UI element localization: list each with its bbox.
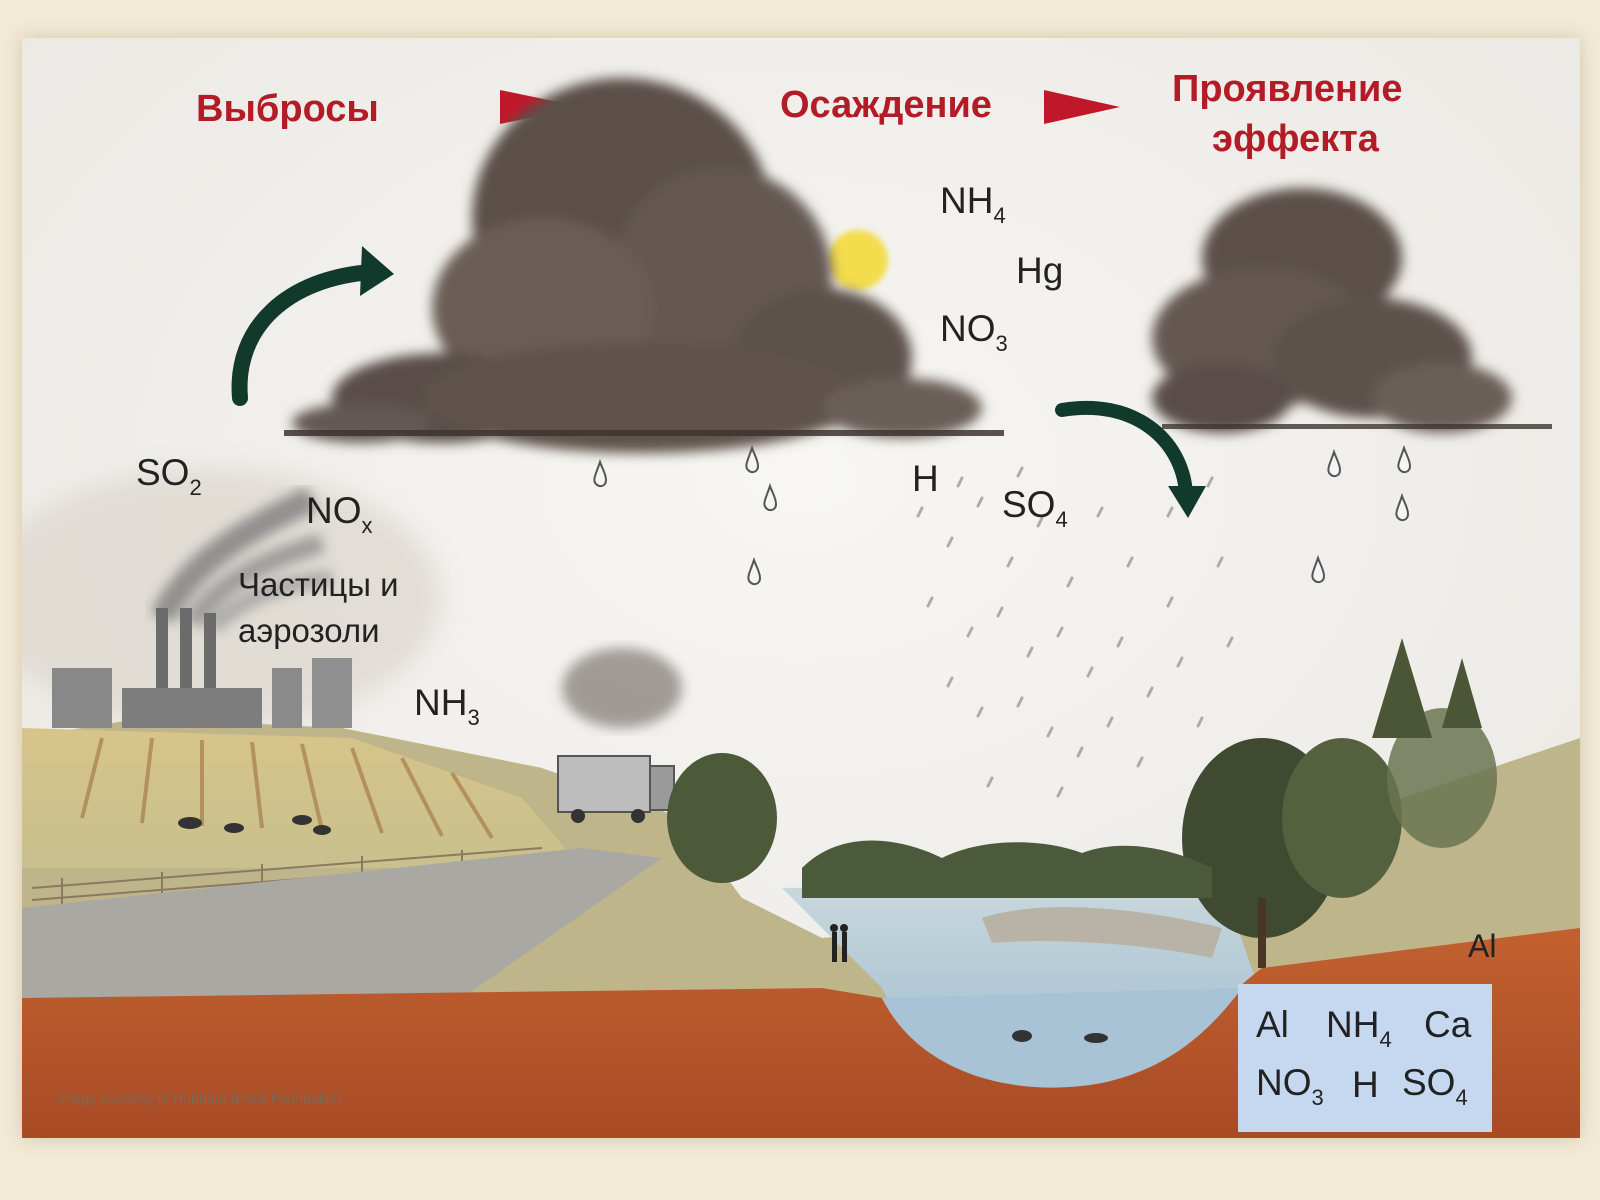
acid-drizzle [916, 466, 1234, 798]
storm-cloud-right [1152, 188, 1512, 433]
flow-arrow-down [1055, 400, 1193, 500]
box-h: H [1352, 1064, 1379, 1105]
stage-effect-line1: Проявление [1172, 68, 1403, 110]
tree-icon [667, 638, 1497, 968]
diagram-frame: Выбросы Осаждение Проявление эффекта SO2… [22, 38, 1580, 1138]
truck-icon [557, 648, 682, 823]
stage-effect-line2: эффекта [1212, 118, 1379, 160]
label-nh3: NH3 [414, 682, 480, 730]
road [22, 848, 662, 1008]
lake-shore [982, 907, 1222, 958]
flow-arrow-down-head [1168, 486, 1206, 518]
flow-arrow-up [231, 264, 380, 406]
box-no3: NO3 [1256, 1062, 1324, 1110]
box-nh4: NH4 [1326, 1004, 1392, 1052]
cloud-base-right [1162, 424, 1552, 429]
label-h-rain: H [912, 458, 939, 499]
label-no3-sky: NO3 [940, 308, 1008, 356]
person-icon [830, 924, 848, 962]
box-ca: Ca [1424, 1004, 1472, 1045]
stage-arrow-2 [1044, 90, 1120, 124]
cloud-base-main [284, 430, 1004, 436]
label-so4-rain: SO4 [1002, 484, 1068, 532]
water-composition-box: Al NH4 Ca NO3 H SO4 [1238, 984, 1492, 1132]
box-so4: SO4 [1402, 1062, 1468, 1110]
tree-line [802, 840, 1212, 898]
sun-icon [828, 230, 888, 290]
soil [22, 928, 1580, 1138]
label-so2: SO2 [136, 452, 202, 500]
label-nh4-sky: NH4 [940, 180, 1006, 228]
storm-cloud-main [292, 78, 982, 453]
label-particles-aerosols: Частицы и аэрозоли [238, 566, 399, 649]
raindrop-icon [593, 444, 1412, 586]
label-al-soil: Al [1468, 928, 1497, 964]
factory-smoke [150, 486, 333, 634]
cow-icon [178, 815, 331, 835]
acid-rain-scene [22, 38, 1580, 1138]
box-al: Al [1256, 1004, 1289, 1045]
image-credit: Image courtesy of Hubbard Brook Foundati… [58, 1090, 342, 1106]
underground-water [882, 988, 1242, 1088]
stage-emissions: Выбросы [196, 88, 379, 130]
field-furrows [80, 737, 494, 840]
fish-icon [1012, 1030, 1108, 1043]
flow-arrow-up-head [360, 246, 394, 296]
label-hg: Hg [1016, 250, 1064, 291]
stage-deposition: Осаждение [780, 84, 992, 126]
smokestack-icon [52, 608, 352, 728]
label-nox: NOx [306, 490, 373, 538]
